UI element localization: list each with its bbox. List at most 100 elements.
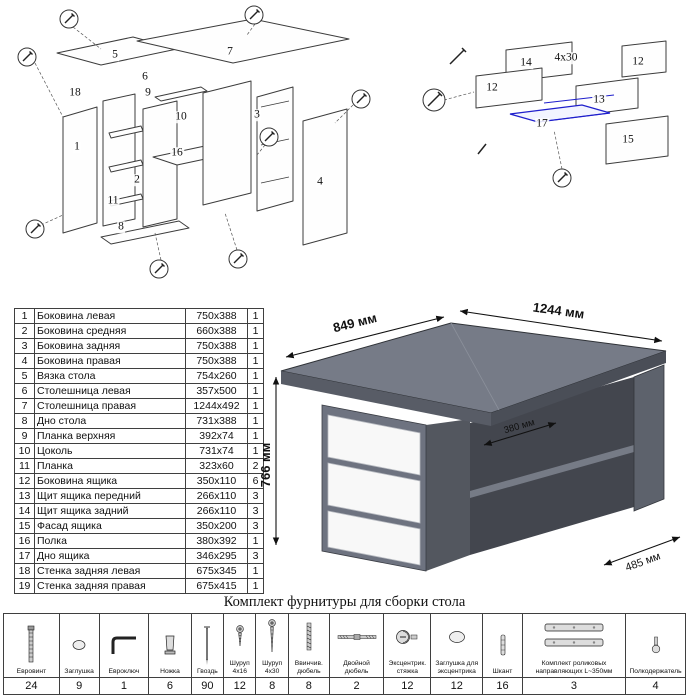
part-number-label: 2 xyxy=(133,173,141,186)
part-number-label: 14 xyxy=(519,56,533,69)
parts-name-cell: Планка xyxy=(34,458,186,474)
parts-num-cell: 6 xyxy=(14,383,35,399)
panel-side-left xyxy=(62,106,98,234)
hardware-item-qty: 6 xyxy=(148,677,192,696)
parts-name-cell: Дно ящика xyxy=(34,548,186,564)
tabletop-right-edge xyxy=(491,351,666,426)
parts-name-cell: Боковина ящика xyxy=(34,473,186,489)
part-number-label: 8 xyxy=(117,220,125,233)
dim-width-label: 1244 мм xyxy=(532,300,585,322)
hardware-item-cell: Шуруп 4x30 xyxy=(255,612,289,679)
part-number-label: 6 xyxy=(141,70,149,83)
parts-size-cell: 266x110 xyxy=(185,503,248,519)
drawer-front-1 xyxy=(327,414,421,476)
panel-back-right xyxy=(202,80,252,206)
part-number-label: 3 xyxy=(253,108,261,121)
parts-size-cell: 323x60 xyxy=(185,458,248,474)
part-number-label: 11 xyxy=(106,194,120,207)
wood-dowel-icon xyxy=(484,622,522,668)
parts-name-cell: Планка верхняя xyxy=(34,428,186,444)
desk-render-svg: 849 мм 1244 мм 766 мм 380 мм 485 мм xyxy=(258,300,681,574)
part-number-label: 4x30 xyxy=(553,51,579,64)
parts-name-cell: Боковина левая xyxy=(34,308,186,324)
hardware-item-qty: 1 xyxy=(98,677,150,696)
parts-size-cell: 350x200 xyxy=(185,518,248,534)
part-number-label: 12 xyxy=(485,81,499,94)
parts-num-cell: 10 xyxy=(14,443,35,459)
hardware-item-qty: 8 xyxy=(255,677,289,696)
screw-glyphs xyxy=(22,9,367,274)
parts-name-cell: Столешница правая xyxy=(34,398,186,414)
parts-qty-cell: 1 xyxy=(247,578,264,594)
hardware-item-cell: Гвоздь xyxy=(190,612,225,679)
hardware-item-qty: 2 xyxy=(328,677,385,696)
hardware-item-qty: 12 xyxy=(223,677,257,696)
panel-top-rail xyxy=(154,86,208,102)
part-number-label: 1 xyxy=(73,140,81,153)
panel-side-middle xyxy=(142,100,178,228)
hardware-item-qty: 16 xyxy=(482,677,523,696)
hardware-item-qty: 90 xyxy=(190,677,225,696)
hardware-item-cell: Ввинчив. дюбель xyxy=(287,612,330,679)
nail-icon xyxy=(192,622,222,668)
parts-name-cell: Столешница левая xyxy=(34,383,186,399)
plug-icon xyxy=(60,622,98,668)
hardware-item-label: Ввинчив. дюбель xyxy=(294,660,323,675)
hardware-item-label: Двойной дюбель xyxy=(343,660,370,675)
panel-back-left xyxy=(102,93,136,227)
hardware-item-qty: 9 xyxy=(58,677,100,696)
part-number-label: 7 xyxy=(226,45,234,58)
part-number-label: 5 xyxy=(111,48,119,61)
desk-exploded-diagram-svg xyxy=(17,5,371,279)
parts-qty-cell: 1 xyxy=(247,353,264,369)
hardware-item-cell: Полкодержатель xyxy=(625,612,686,679)
hardware-item-qty: 3 xyxy=(521,677,627,696)
parts-num-cell: 16 xyxy=(14,533,35,549)
cam-lock-icon xyxy=(385,615,430,660)
parts-size-cell: 350x110 xyxy=(185,473,248,489)
parts-size-cell: 731x74 xyxy=(185,443,248,459)
hex-key-icon xyxy=(100,622,148,668)
parts-num-cell: 4 xyxy=(14,353,35,369)
confirmat-screw-icon xyxy=(4,622,58,668)
parts-name-cell: Полка xyxy=(34,533,186,549)
parts-size-cell: 1244x492 xyxy=(185,398,248,414)
hardware-item-cell: Евроключ xyxy=(98,612,150,679)
parts-num-cell: 8 xyxy=(14,413,35,429)
parts-num-cell: 2 xyxy=(14,323,35,339)
parts-size-cell: 750x388 xyxy=(185,308,248,324)
part-number-label: 4 xyxy=(316,175,324,188)
hardware-item-label: Евровинт xyxy=(16,667,47,675)
parts-name-cell: Щит ящика задний xyxy=(34,503,186,519)
hardware-item-qty: 8 xyxy=(287,677,330,696)
drawer-facade xyxy=(605,115,669,165)
parts-name-cell: Вязка стола xyxy=(34,368,186,384)
parts-name-cell: Стенка задняя левая xyxy=(34,563,186,579)
drawer-rail-2 xyxy=(108,159,144,173)
part-number-label: 9 xyxy=(144,86,152,99)
part-number-label: 18 xyxy=(68,86,82,99)
parts-num-cell: 1 xyxy=(14,308,35,324)
parts-size-cell: 392x74 xyxy=(185,428,248,444)
part-number-label: 17 xyxy=(535,117,549,130)
parts-size-cell: 660x388 xyxy=(185,323,248,339)
parts-size-cell: 357x500 xyxy=(185,383,248,399)
desk-interior xyxy=(470,377,634,555)
parts-num-cell: 7 xyxy=(14,398,35,414)
part-number-label: 16 xyxy=(170,146,184,159)
hardware-item-cell: Двойной дюбель xyxy=(328,612,385,679)
parts-size-cell: 380x392 xyxy=(185,533,248,549)
